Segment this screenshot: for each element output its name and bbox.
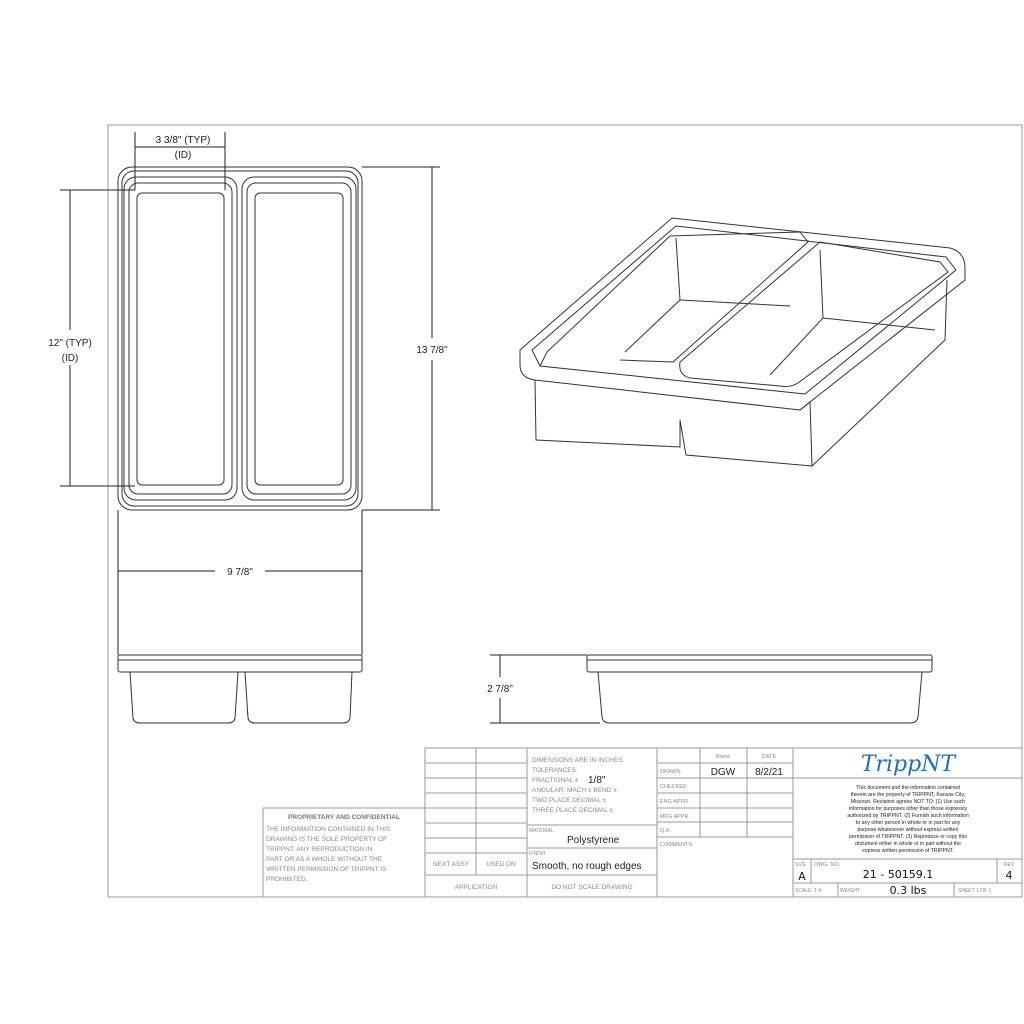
drawing-label: FRACTIONAL ± xyxy=(532,777,579,784)
drawing-label: A xyxy=(798,870,806,883)
drawing-label: 3 3/8" (TYP) xyxy=(156,135,211,146)
drawing-label: Name xyxy=(716,754,731,760)
drawing-label: 13 7/8" xyxy=(416,345,448,356)
drawing-label: DATE xyxy=(762,754,777,760)
drawing-label: (ID) xyxy=(62,353,79,364)
drawing-label: therein are the property of TRIPPNT, Kan… xyxy=(851,792,965,798)
title-block: NEXT ASSY USED ON APPLICATION DIMENSIONS… xyxy=(424,747,1023,898)
drawing-label: DRAWN xyxy=(660,769,681,775)
isometric-view xyxy=(519,217,966,468)
dimension-height: 2 7/8" xyxy=(487,654,600,724)
drawing-label: 4 xyxy=(1006,869,1013,882)
drawing-label: Polystyrene xyxy=(567,835,620,846)
drawing-label: DO NOT SCALE DRAWING xyxy=(551,884,632,891)
drawing-label: 8/2/21 xyxy=(755,767,783,778)
drawing-label: Smooth, no rough edges xyxy=(532,861,642,872)
drawing-label: express written permission of TRIPPNT. xyxy=(862,848,954,854)
dimension-compartment-length: 12" (TYP) (ID) xyxy=(48,189,135,487)
dimension-compartment-width: 3 3/8" (TYP) (ID) xyxy=(134,132,226,190)
drawing-label: SIZE xyxy=(795,862,807,868)
drawing-label: ENG APPR. xyxy=(660,799,690,805)
trippnt-logo: TrippNT xyxy=(861,752,958,777)
drawing-label: TRIPPNT. ANY REPRODUCTION IN xyxy=(266,846,373,853)
dimension-overall-length: 13 7/8" xyxy=(362,166,448,511)
drawing-label: 9 7/8" xyxy=(227,567,253,578)
drawing-label: authorized by TRIPPNT. (2) Furnish such … xyxy=(847,813,969,819)
drawing-label: purpose whatsoever without express writt… xyxy=(858,827,959,833)
drawing-label: DRAWING IS THE SOLE PROPERTY OF xyxy=(266,836,387,843)
drawing-label: 21 - 50159.1 xyxy=(863,868,933,881)
drawing-label: document either in whole or in part with… xyxy=(855,841,961,847)
drawing-label: DIMENSIONS ARE IN INCHES xyxy=(532,757,623,764)
drawing-label: MATERIAL xyxy=(529,828,554,834)
drawing-label: 1/8" xyxy=(588,775,606,786)
drawing-label: information for purposes other than thos… xyxy=(849,806,968,812)
drawing-label: WEIGHT: xyxy=(840,888,861,894)
front-view xyxy=(117,654,363,724)
drawing-label: SHEET 1 OF 1 xyxy=(958,888,991,894)
drawing-label: WRITTEN PERMISSION OF TRIPPNT IS xyxy=(266,866,387,873)
dimension-overall-width: 9 7/8" xyxy=(117,510,363,655)
drawing-label: THREE PLACE DECIMAL ± xyxy=(532,807,613,814)
drawing-label: APPLICATION xyxy=(455,884,498,891)
drawing-label: TOLERANCES: xyxy=(532,767,578,774)
drawing-label: permission of TRIPPNT. (3) Reproduce or … xyxy=(849,834,967,840)
drawing-label: PART OR AS A WHOLE WITHOUT THE xyxy=(266,856,383,863)
drawing-label: PROHIBITED. xyxy=(266,876,308,883)
drawing-label: ANGULAR: MACH ± BEND ± xyxy=(532,787,617,794)
drawing-label: COMMENTS: xyxy=(660,842,694,848)
drawing-label: REV xyxy=(1004,862,1015,868)
drawing-label: Q.A. xyxy=(660,828,671,834)
top-view xyxy=(117,166,363,511)
drawing-label: TWO PLACE DECIMAL ± xyxy=(532,797,607,804)
drawing-label: DWG. NO. xyxy=(814,862,841,868)
drawing-label: 2 7/8" xyxy=(487,684,513,695)
drawing-label: 12" (TYP) xyxy=(48,338,92,349)
drawing-label: PROPRIETARY AND CONFIDENTIAL xyxy=(288,814,400,821)
drawing-label: (ID) xyxy=(175,150,192,161)
drawing-label: NEXT ASSY xyxy=(433,861,470,868)
drawing-label: USED ON xyxy=(486,861,516,868)
drawing-label: Missouri. Recipient agrees NOT TO: (1) U… xyxy=(851,799,965,805)
proprietary-notice: PROPRIETARY AND CONFIDENTIAL THE INFORMA… xyxy=(262,807,426,898)
drawing-label: 0.3 lbs xyxy=(890,884,927,897)
side-view xyxy=(586,654,933,724)
drawing-label: This document and the information contai… xyxy=(856,785,960,791)
drawing-label: FINISH xyxy=(529,851,546,857)
drawing-label: CHECKED xyxy=(660,784,687,790)
drawing-label: MFG APPR. xyxy=(660,814,690,820)
drawing-label: DGW xyxy=(711,767,736,778)
drawing-label: to any other person in whole or in part … xyxy=(856,820,961,826)
drawing-label: SCALE: 1:4 xyxy=(795,888,821,894)
drawing-label: THE INFORMATION CONTAINED IN THIS xyxy=(266,826,391,833)
